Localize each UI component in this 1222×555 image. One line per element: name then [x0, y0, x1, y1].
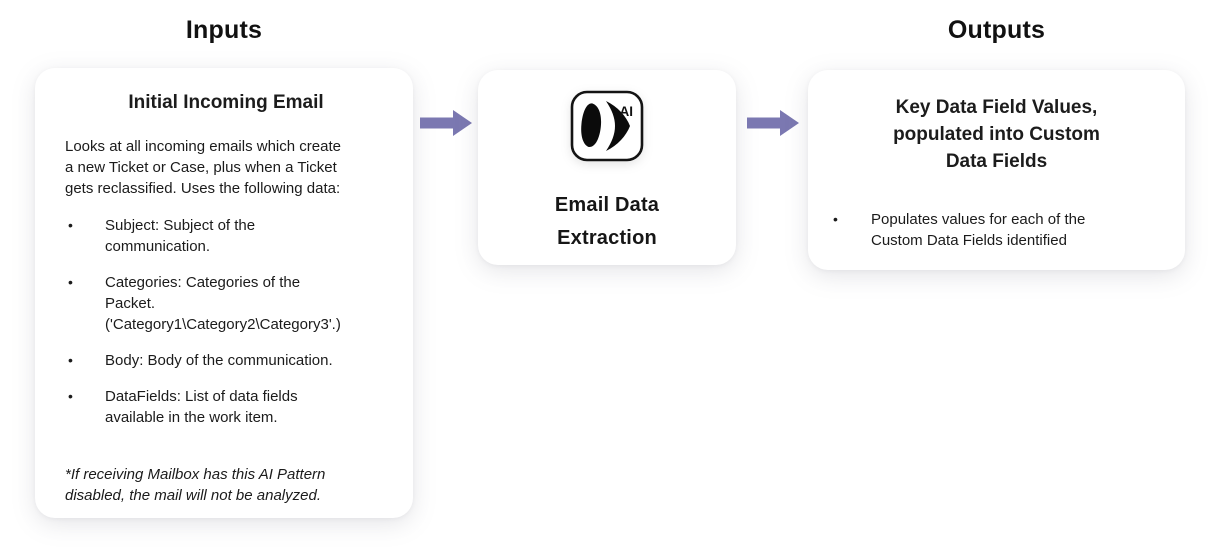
bullet-dot: •: [68, 388, 73, 404]
bullet-dot: •: [833, 211, 838, 227]
input-card-intro: Looks at all incoming emails which creat…: [65, 138, 341, 197]
bullet-text: Populates values for each of the Custom …: [871, 211, 1086, 249]
icon-leaf-shape: [581, 103, 602, 148]
section-title-outputs: Outputs: [947, 16, 1046, 44]
list-item: • Subject: Subject of the communication.: [65, 215, 387, 257]
flow-arrow-right-icon: [420, 108, 472, 138]
flow-arrow-right-icon: [747, 108, 799, 138]
bullet-dot: •: [68, 217, 73, 233]
list-item: • Body: Body of the communication.: [65, 350, 387, 371]
process-title-line: Email Data: [554, 194, 660, 216]
list-item: • DataFields: List of data fields availa…: [65, 386, 387, 428]
bullet-text: DataFields: List of data fields availabl…: [105, 388, 298, 426]
process-card: AI Email Data Extraction: [478, 70, 736, 265]
process-title-line: Extraction: [557, 227, 657, 249]
section-title-inputs: Inputs: [185, 16, 263, 44]
output-card-title: Key Data Field Values, populated into Cu…: [893, 97, 1100, 172]
bullet-text: Subject: Subject of the communication.: [105, 217, 256, 255]
list-item: • Categories: Categories of the Packet. …: [65, 272, 387, 335]
input-card-title: Initial Incoming Email: [128, 92, 324, 113]
bullet-dot: •: [68, 352, 73, 368]
icon-crescent-shape: [606, 101, 630, 151]
input-card: Initial Incoming Email Looks at all inco…: [35, 68, 413, 518]
ai-extraction-icon: AI: [570, 90, 644, 167]
bullet-text: Body: Body of the communication.: [105, 352, 333, 369]
process-card-title: Email Data Extraction: [478, 189, 736, 255]
icon-ai-label: AI: [620, 104, 634, 119]
input-card-footnote: *If receiving Mailbox has this AI Patter…: [65, 466, 326, 504]
bullet-text: Categories: Categories of the Packet. ('…: [105, 274, 341, 333]
output-card: Key Data Field Values, populated into Cu…: [808, 70, 1185, 270]
list-item: • Populates values for each of the Custo…: [830, 209, 1163, 251]
bullet-dot: •: [68, 274, 73, 290]
